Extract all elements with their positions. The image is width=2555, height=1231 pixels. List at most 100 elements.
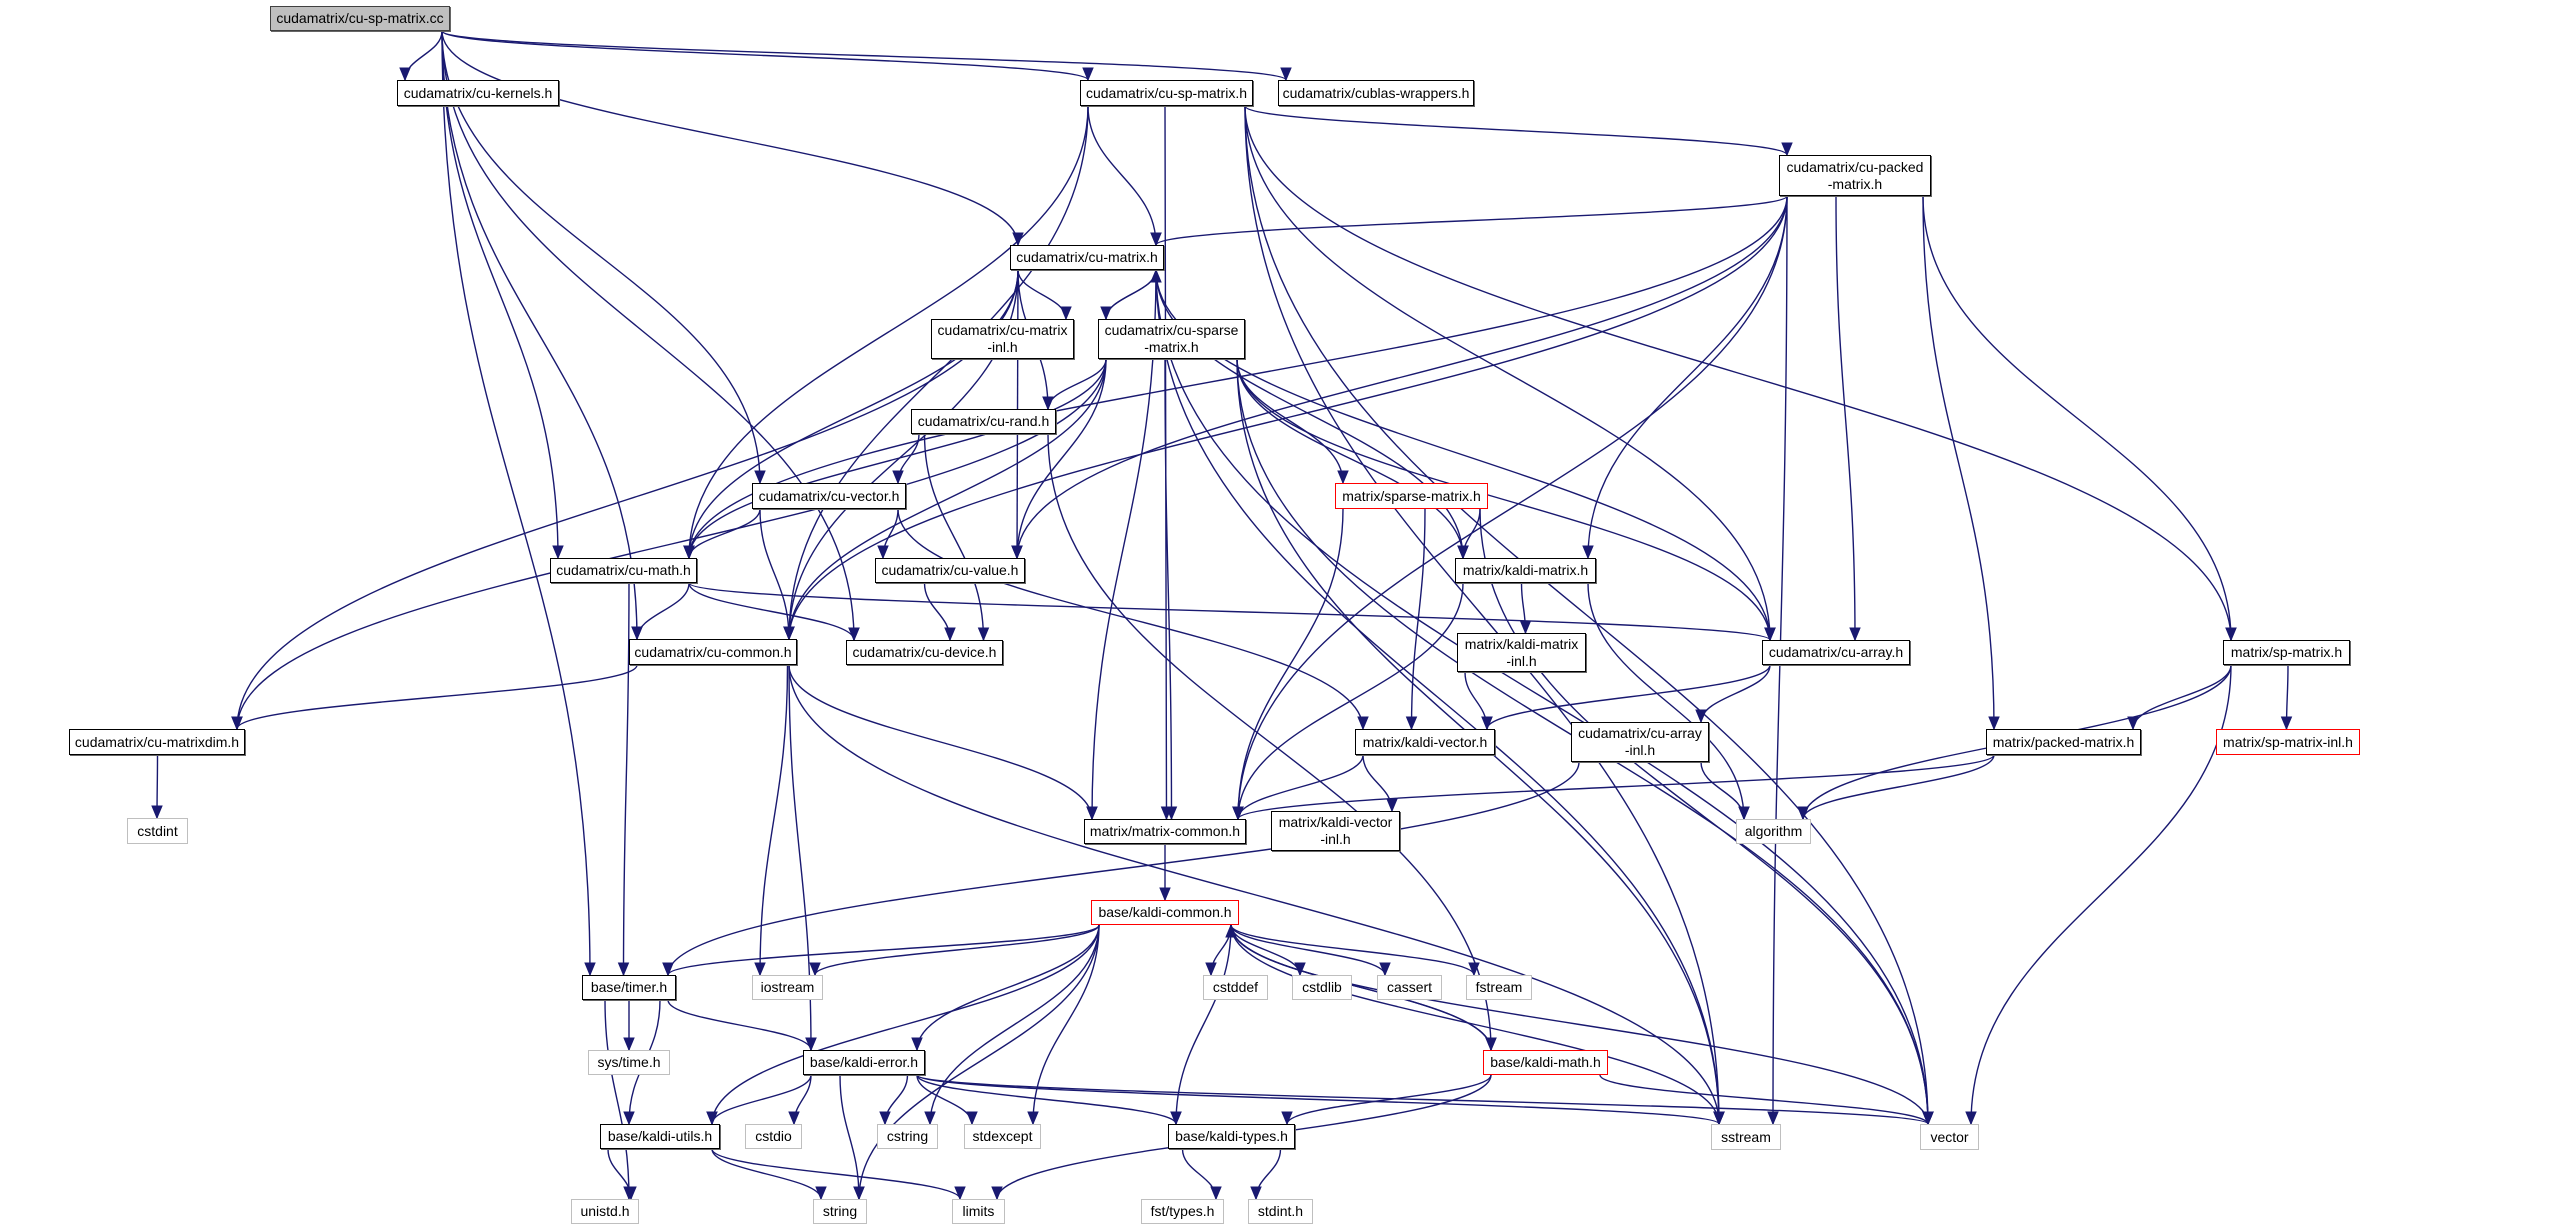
edge-cu-common-h-to-iostream — [759, 664, 789, 976]
node-timer-h[interactable]: base/timer.h — [582, 975, 676, 1000]
node-string[interactable]: string — [813, 1199, 867, 1224]
arrowhead-icon — [1849, 627, 1861, 642]
node-kaldi-common-h[interactable]: base/kaldi-common.h — [1091, 900, 1239, 925]
arrowhead-icon — [683, 545, 695, 560]
node-cu-array-inl-h[interactable]: cudamatrix/cu-array -inl.h — [1571, 722, 1709, 762]
edge-kaldi-common-h-to-cstring — [929, 924, 1100, 1125]
node-kaldi-matrix-h[interactable]: matrix/kaldi-matrix.h — [1455, 558, 1596, 583]
edge-cu-sparse-matrix-h-to-cu-common-h — [788, 358, 1107, 640]
node-cu-vector-h[interactable]: cudamatrix/cu-vector.h — [752, 483, 906, 509]
node-kaldi-error-h[interactable]: base/kaldi-error.h — [803, 1050, 925, 1075]
arrowhead-icon — [1082, 67, 1094, 82]
arrowhead-icon — [1781, 142, 1793, 157]
node-stdint-h[interactable]: stdint.h — [1248, 1199, 1313, 1224]
arrowhead-icon — [631, 626, 643, 641]
node-cu-sp-matrix-h[interactable]: cudamatrix/cu-sp-matrix.h — [1080, 80, 1253, 106]
arrowhead-icon — [1457, 545, 1469, 560]
node-algorithm[interactable]: algorithm — [1736, 819, 1811, 844]
node-iostream[interactable]: iostream — [752, 975, 823, 1000]
edge-kaldi-types-h-to-stdint-h — [1255, 1148, 1282, 1200]
edge-cu-matrix-h-to-kaldi-matrix-h — [1155, 269, 1464, 559]
node-sp-matrix-inl-h[interactable]: matrix/sp-matrix-inl.h — [2216, 729, 2360, 755]
node-cstdint[interactable]: cstdint — [127, 818, 188, 844]
edge-kaldi-matrix-h-to-matrix-common-h — [1237, 582, 1464, 820]
arrowhead-icon — [552, 545, 564, 560]
node-kaldi-utils-h[interactable]: base/kaldi-utils.h — [600, 1124, 720, 1149]
node-cu-rand-h[interactable]: cudamatrix/cu-rand.h — [911, 409, 1056, 434]
node-kaldi-vector-h[interactable]: matrix/kaldi-vector.h — [1355, 729, 1495, 755]
arrowhead-icon — [877, 545, 889, 560]
node-sparse-matrix-h[interactable]: matrix/sparse-matrix.h — [1335, 483, 1488, 509]
edge-cu-sp-matrix-cc-to-timer-h — [441, 30, 591, 976]
arrowhead-icon — [1011, 545, 1023, 560]
edge-kaldi-utils-h-to-limits — [711, 1148, 961, 1200]
node-kaldi-types-h[interactable]: base/kaldi-types.h — [1168, 1124, 1295, 1149]
edge-cu-math-h-to-cu-device-h — [688, 582, 855, 641]
node-cstdio[interactable]: cstdio — [745, 1124, 802, 1149]
arrowhead-icon — [662, 962, 674, 977]
edge-kaldi-error-h-to-kaldi-utils-h — [711, 1074, 812, 1125]
edge-cu-sp-matrix-cc-to-cu-device-h — [441, 30, 855, 641]
arrowhead-icon — [2225, 627, 2237, 642]
node-limits[interactable]: limits — [952, 1199, 1005, 1224]
arrowhead-icon — [879, 1111, 891, 1126]
node-cstdlib[interactable]: cstdlib — [1292, 975, 1352, 1000]
arrowhead-icon — [1797, 806, 1809, 821]
node-unistd-h[interactable]: unistd.h — [571, 1199, 639, 1224]
node-sys-time-h[interactable]: sys/time.h — [588, 1050, 670, 1075]
arrowhead-icon — [1519, 620, 1532, 635]
node-cstring[interactable]: cstring — [877, 1124, 938, 1149]
node-cu-array-h[interactable]: cudamatrix/cu-array.h — [1762, 640, 1910, 665]
node-cu-math-h[interactable]: cudamatrix/cu-math.h — [550, 558, 697, 583]
node-sstream[interactable]: sstream — [1711, 1124, 1781, 1150]
edge-cu-matrix-h-to-cu-matrix-inl-h — [1017, 269, 1067, 320]
edge-packed-matrix-h-to-algorithm — [1802, 754, 1995, 820]
arrowhead-icon — [625, 1186, 637, 1201]
node-cu-sparse-matrix-h[interactable]: cudamatrix/cu-sparse -matrix.h — [1098, 319, 1245, 359]
node-matrix-common-h[interactable]: matrix/matrix-common.h — [1084, 819, 1246, 844]
edge-cu-matrix-h-to-sstream — [1155, 269, 1720, 1125]
arrowhead-icon — [623, 1037, 635, 1052]
edge-packed-matrix-h-to-matrix-common-h — [1237, 754, 1995, 820]
arrowhead-icon — [1695, 709, 1707, 724]
arrowhead-icon — [911, 1037, 923, 1052]
arrowhead-icon — [1210, 1186, 1222, 1201]
node-cu-matrix-inl-h[interactable]: cudamatrix/cu-matrix -inl.h — [931, 319, 1074, 359]
edge-kaldi-vector-h-to-kaldi-vector-inl-h — [1362, 754, 1393, 812]
node-vector[interactable]: vector — [1920, 1124, 1979, 1150]
node-kaldi-matrix-inl-h[interactable]: matrix/kaldi-matrix -inl.h — [1457, 633, 1586, 672]
arrowhead-icon — [1481, 716, 1493, 731]
edge-cu-common-h-to-matrix-common-h — [788, 664, 1093, 820]
node-kaldi-math-h[interactable]: base/kaldi-math.h — [1483, 1050, 1608, 1075]
node-cstddef[interactable]: cstddef — [1203, 975, 1268, 1000]
node-cu-value-h[interactable]: cudamatrix/cu-value.h — [875, 558, 1025, 583]
node-fst-types-h[interactable]: fst/types.h — [1141, 1199, 1224, 1224]
arrowhead-icon — [1250, 1186, 1262, 1201]
node-cu-kernels-h[interactable]: cudamatrix/cu-kernels.h — [397, 80, 559, 106]
node-cu-common-h[interactable]: cudamatrix/cu-common.h — [629, 639, 797, 665]
edge-cu-sp-matrix-cc-to-cu-kernels-h — [404, 30, 443, 81]
edge-timer-h-to-unistd-h — [604, 999, 630, 1200]
arrowhead-icon — [1965, 1111, 1977, 1126]
node-packed-matrix-h[interactable]: matrix/packed-matrix.h — [1986, 729, 2141, 755]
arrowhead-icon — [1165, 806, 1178, 821]
arrowhead-icon — [1170, 1111, 1182, 1126]
edge-cu-packed-matrix-h-to-cu-array-h — [1835, 195, 1856, 641]
edge-cu-packed-matrix-h-to-cu-value-h — [1016, 195, 1788, 559]
node-cu-sp-matrix-cc[interactable]: cudamatrix/cu-sp-matrix.cc — [270, 6, 450, 31]
arrowhead-icon — [944, 627, 956, 642]
node-fstream[interactable]: fstream — [1466, 975, 1532, 1000]
node-cu-packed-matrix-h[interactable]: cudamatrix/cu-packed -matrix.h — [1779, 155, 1931, 196]
arrowhead-icon — [706, 1111, 718, 1126]
node-cu-matrix-h[interactable]: cudamatrix/cu-matrix.h — [1010, 245, 1164, 270]
node-cu-device-h[interactable]: cudamatrix/cu-device.h — [846, 640, 1003, 665]
node-kaldi-vector-inl-h[interactable]: matrix/kaldi-vector -inl.h — [1271, 811, 1400, 851]
node-cublas-wrappers-h[interactable]: cudamatrix/cublas-wrappers.h — [1278, 80, 1474, 106]
node-cassert[interactable]: cassert — [1377, 975, 1442, 1000]
node-sp-matrix-h[interactable]: matrix/sp-matrix.h — [2223, 640, 2350, 665]
arrowhead-icon — [1280, 67, 1292, 82]
edge-kaldi-common-h-to-cassert — [1230, 924, 1386, 976]
node-stdexcept[interactable]: stdexcept — [964, 1124, 1041, 1149]
arrowhead-icon — [1922, 1111, 1934, 1126]
node-cu-matrixdim-h[interactable]: cudamatrix/cu-matrixdim.h — [69, 729, 245, 755]
